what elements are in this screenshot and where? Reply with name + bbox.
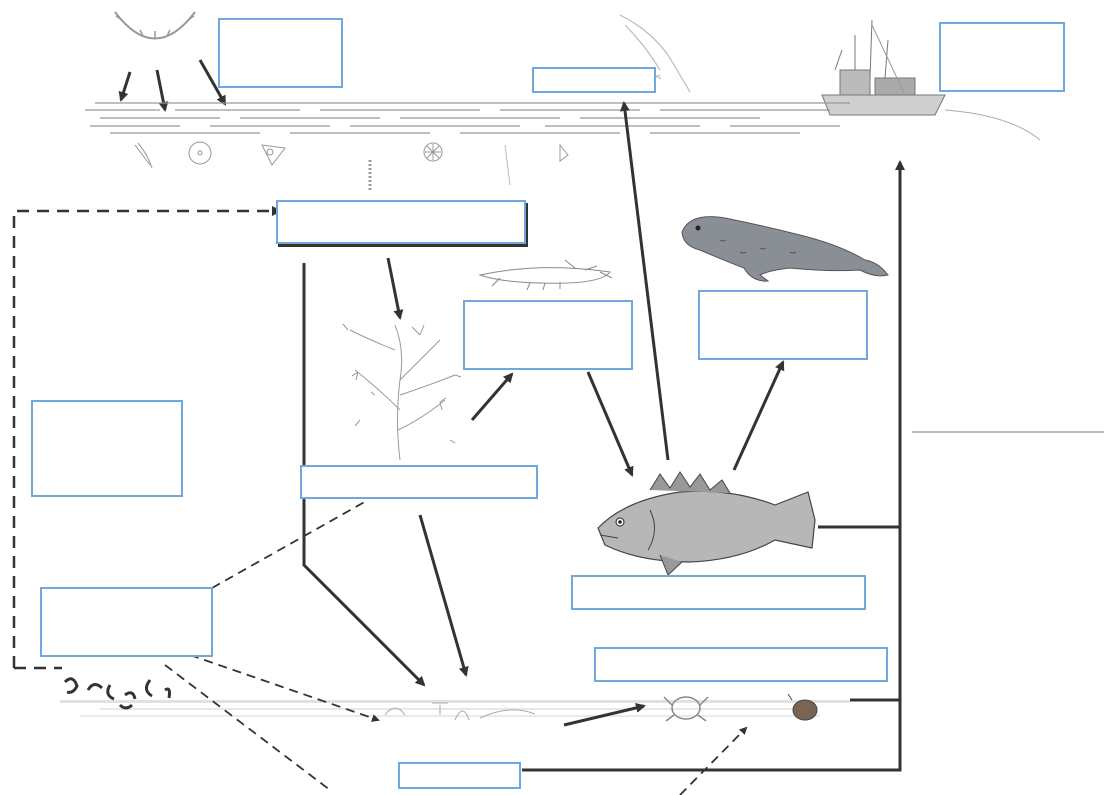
krill-icon — [480, 260, 612, 290]
sea-surface-lines — [85, 103, 850, 133]
detritus-label-box — [300, 465, 538, 499]
zooplankton-icon — [343, 324, 461, 460]
sediment-label-box — [398, 762, 521, 789]
sea-surface-label-box — [532, 67, 656, 93]
seafloor-drawing — [60, 700, 850, 717]
worms-icon — [65, 679, 170, 708]
decomposer-label-box — [31, 400, 183, 497]
fish-icon — [598, 472, 815, 575]
zooplankton-label-box — [463, 300, 633, 370]
phytoplankton-icon — [135, 142, 568, 190]
dissolved-nutrients-label-box — [40, 587, 213, 657]
benthos-drawing — [385, 703, 535, 720]
fishing-boat-label-box — [939, 22, 1065, 92]
sun-label-box — [218, 18, 343, 88]
benthos-label-box — [594, 647, 888, 682]
seal-label-box — [698, 290, 868, 360]
phytoplankton-label-box — [276, 200, 526, 244]
sun-icon — [115, 12, 195, 39]
fish-label-box — [571, 575, 866, 610]
